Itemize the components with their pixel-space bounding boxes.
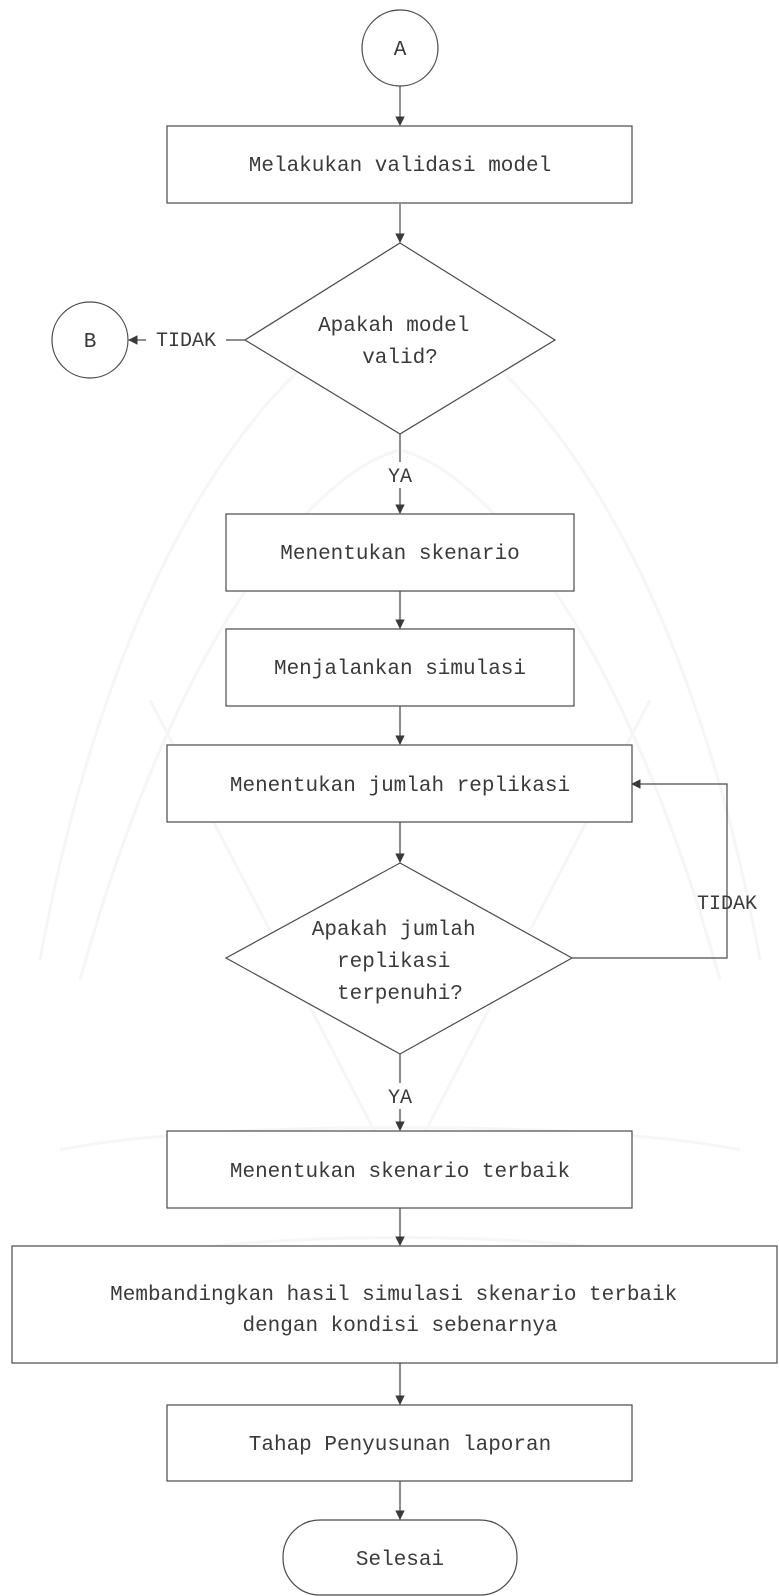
connector-b-label: B	[84, 331, 97, 354]
label-replication-no: TIDAK	[697, 893, 757, 916]
process-compare-results-label: Membandingkan hasil simulasi skenario te…	[110, 1284, 690, 1338]
terminator-end	[282, 1519, 518, 1596]
label-valid-no: TIDAK	[156, 330, 216, 353]
connector-b-shape	[51, 301, 129, 379]
process-set-scenario-label: Menentukan skenario	[280, 543, 519, 566]
label-valid-yes: YA	[388, 466, 412, 489]
process-report-stage-label: Tahap Penyusunan laporan	[249, 1434, 551, 1457]
process-validate-model	[166, 125, 633, 204]
decision-replication-met	[224, 862, 574, 1055]
connector-a-label: A	[394, 39, 407, 62]
process-set-replication-label: Menentukan jumlah replikasi	[230, 775, 570, 798]
terminator-end-label: Selesai	[356, 1549, 444, 1572]
process-compare-results	[11, 1245, 778, 1364]
decision-model-valid-label: Apakah model valid?	[318, 315, 482, 370]
connector-a-shape	[361, 9, 439, 87]
process-set-replication	[166, 744, 633, 823]
edge-labels: TIDAK YA TIDAK YA	[146, 326, 757, 1110]
decision-replication-met-label: Apakah jumlah replikasi terpenuhi?	[312, 919, 488, 1006]
edge-decision-loop-back	[572, 779, 728, 959]
process-run-simulation-label: Menjalankan simulasi	[274, 658, 526, 681]
process-validate-model-label: Melakukan validasi model	[249, 155, 551, 178]
process-report-stage	[166, 1404, 633, 1482]
process-best-scenario-label: Menentukan skenario terbaik	[230, 1161, 570, 1184]
label-replication-yes: YA	[388, 1087, 412, 1110]
process-run-simulation	[225, 628, 575, 707]
nodes: A Melakukan validasi model Apakah model …	[11, 9, 778, 1596]
process-best-scenario	[166, 1130, 633, 1209]
process-set-scenario	[225, 513, 575, 592]
decision-model-valid	[243, 242, 557, 435]
